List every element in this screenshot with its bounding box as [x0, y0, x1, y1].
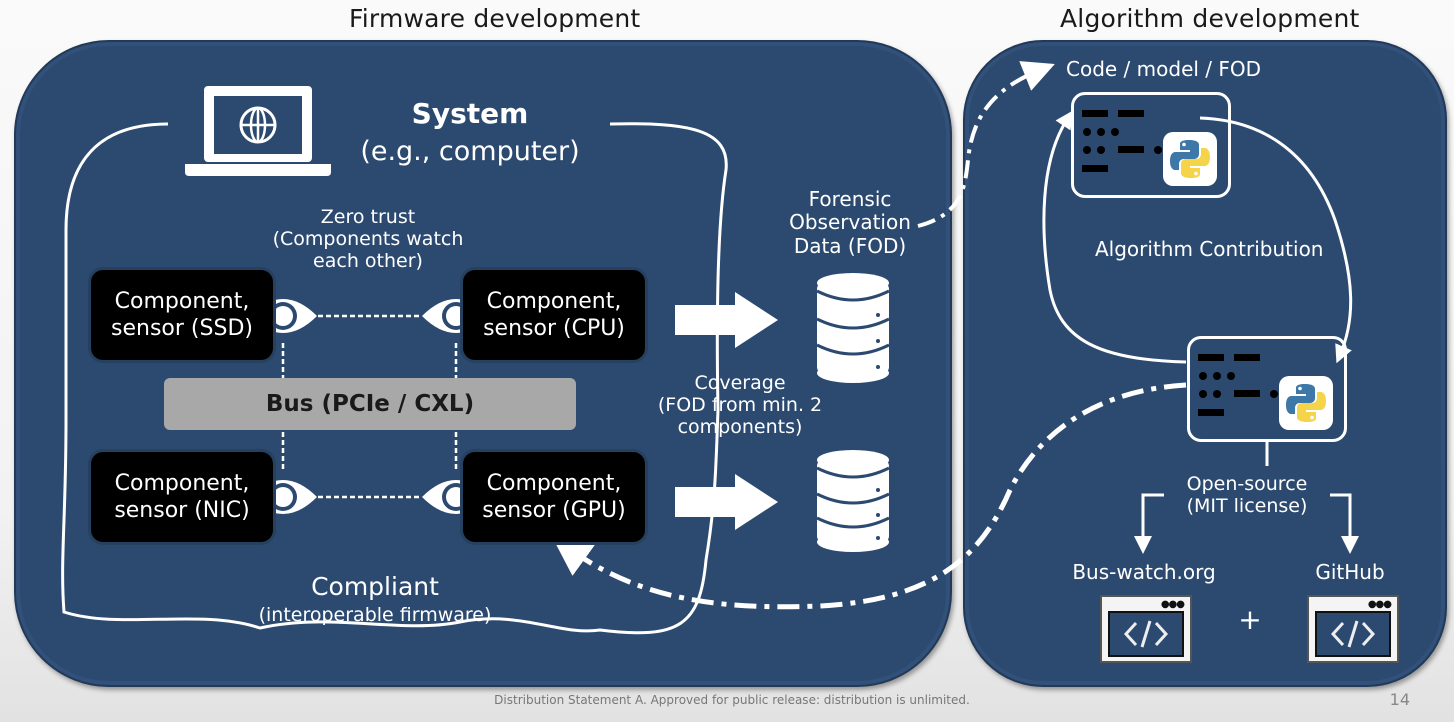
- component-label: sensor (GPU): [482, 498, 626, 523]
- zero-trust-line: Zero trust: [320, 206, 416, 228]
- fod-line: Data (FOD): [793, 233, 907, 258]
- open-source-line: Open-source: [1186, 473, 1308, 495]
- coverage-label: Coverage (FOD from min. 2 components): [645, 372, 835, 439]
- laptop-globe-icon: [185, 86, 331, 176]
- fod-label: Forensic Observation Data (FOD): [770, 187, 930, 258]
- coverage-line: components): [677, 416, 803, 439]
- open-source-label: Open-source (MIT license): [1166, 473, 1328, 517]
- fod-line: Forensic: [808, 187, 892, 211]
- github-link[interactable]: GitHub: [1315, 560, 1385, 584]
- component-label: sensor (SSD): [111, 316, 253, 341]
- component-label: sensor (CPU): [483, 316, 625, 341]
- zero-trust-line: (Components watch: [272, 228, 464, 251]
- coverage-line: (FOD from min. 2: [657, 394, 823, 417]
- zero-trust-label: Zero trust (Components watch each other): [268, 206, 468, 273]
- code-window-icon: ●●●: [1307, 595, 1399, 663]
- component-nic: Component,sensor (NIC): [91, 452, 273, 542]
- code-snippet-icon: [1198, 354, 1278, 416]
- open-source-line: (MIT license): [1186, 495, 1308, 518]
- code-snippet-icon: [1082, 110, 1162, 172]
- arrow-right-icon: [675, 474, 778, 530]
- coverage-line: Coverage: [694, 372, 786, 394]
- page-number: 14: [1389, 690, 1410, 709]
- contribution-loop-arrow: [1199, 116, 1353, 364]
- component-label: sensor (NIC): [114, 498, 250, 523]
- python-icon: [1163, 132, 1217, 186]
- python-icon: [1279, 376, 1333, 430]
- component-label: Component,: [114, 288, 250, 314]
- component-label: Component,: [486, 288, 622, 314]
- arrow-right-icon: [675, 292, 778, 348]
- component-cpu: Component,sensor (CPU): [463, 270, 645, 360]
- algorithm-contribution-label: Algorithm Contribution: [1095, 237, 1324, 261]
- component-label: Component,: [486, 470, 622, 496]
- plus-sign: +: [1238, 603, 1262, 636]
- firmware-panel: [14, 40, 952, 687]
- component-label: Component,: [114, 470, 250, 496]
- system-subtitle: (e.g., computer): [360, 136, 580, 167]
- distribution-statement: Distribution Statement A. Approved for p…: [494, 693, 970, 707]
- bus-watch-link[interactable]: Bus-watch.org: [1072, 560, 1216, 584]
- code-card: [1187, 336, 1347, 442]
- feedback-arrow: [551, 382, 1187, 610]
- component-gpu: Component,sensor (GPU): [463, 452, 645, 542]
- database-icon: [816, 450, 890, 552]
- compliant-title: Compliant: [311, 572, 439, 601]
- firmware-development-title: Firmware development: [349, 4, 641, 33]
- component-ssd: Component,sensor (SSD): [91, 270, 273, 360]
- code-window-icon: ●●●: [1100, 595, 1192, 663]
- bus-bar: Bus (PCIe / CXL): [164, 378, 576, 430]
- system-boundary: [61, 122, 728, 635]
- compliant-subtitle: (interoperable firmware): [258, 604, 492, 626]
- code-model-fod-label: Code / model / FOD: [1066, 57, 1262, 81]
- fod-export-arrow: [917, 61, 1055, 228]
- code-card: [1071, 92, 1231, 198]
- database-icon: [816, 273, 890, 383]
- fod-line: Observation: [789, 210, 911, 235]
- contribution-loop-arrow: [1042, 110, 1187, 364]
- system-title: System: [411, 97, 529, 130]
- branch-arrow: [1134, 493, 1164, 554]
- algorithm-development-title: Algorithm development: [1060, 4, 1360, 33]
- zero-trust-line: each other): [313, 250, 423, 273]
- branch-arrow: [1330, 493, 1359, 554]
